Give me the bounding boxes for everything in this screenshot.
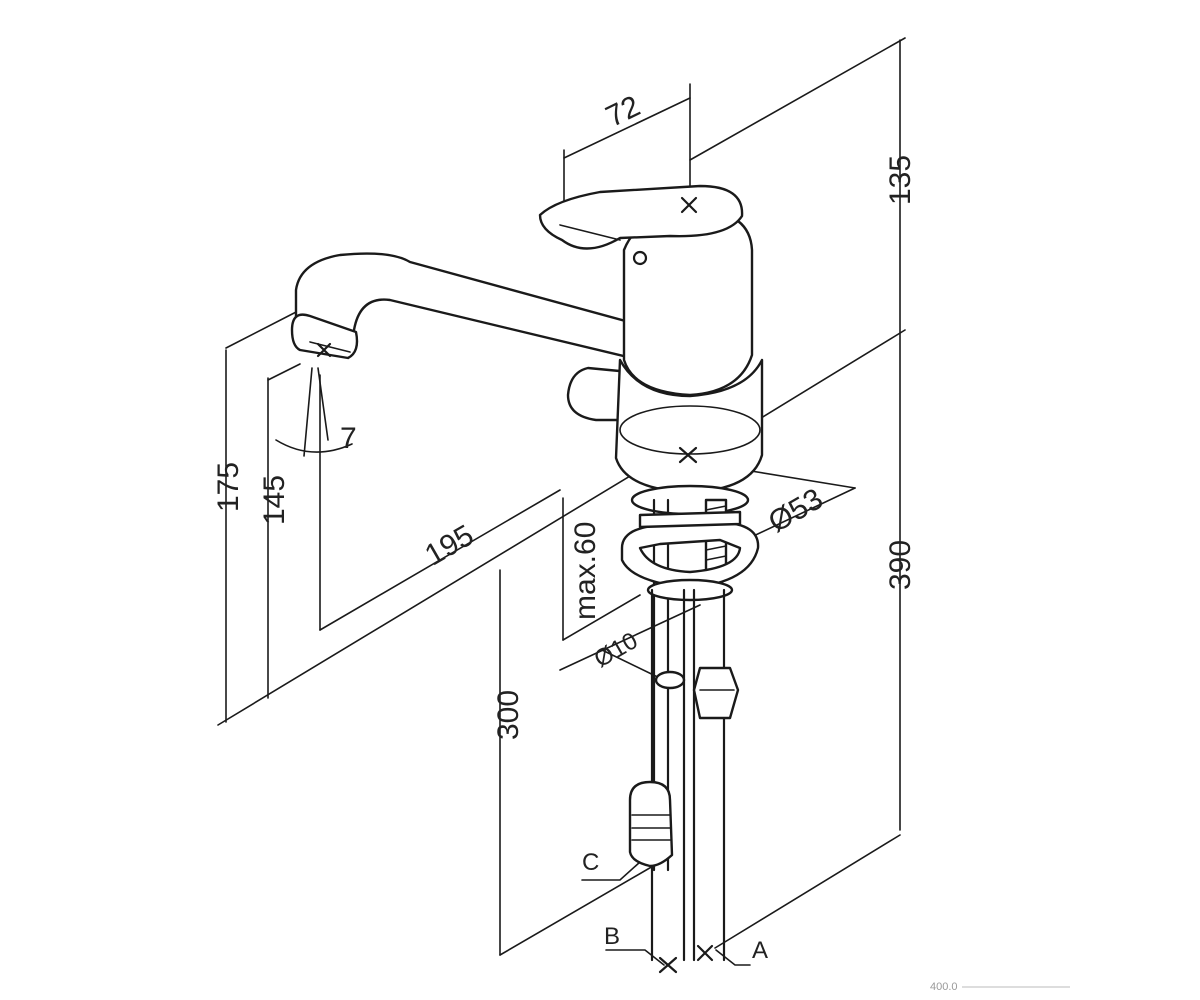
connection-labels: C B A — [582, 849, 768, 964]
dim-base-diameter: Ø53 — [763, 482, 829, 539]
scale-note: 400.0 — [930, 981, 1070, 993]
dim-spout-reach: 195 — [420, 519, 480, 573]
dim-total-height: 390 — [884, 540, 917, 590]
connector-c — [628, 780, 674, 868]
handle-center-mark — [680, 196, 698, 214]
dim-max-thickness: max.60 — [569, 522, 602, 620]
label-connection-a: A — [752, 937, 768, 964]
hose-fitting-a — [692, 666, 740, 720]
dimension-labels: 72 135 175 145 195 Ø53 390 max.60 Ø10 30… — [212, 90, 917, 740]
swivel-angle: 7 — [340, 422, 357, 455]
faucet-body — [290, 184, 764, 516]
label-connection-b: B — [604, 923, 620, 950]
horseshoe-clamp — [620, 520, 760, 590]
outlet-center-mark — [316, 342, 332, 358]
hole-ring — [654, 670, 686, 690]
fixing-washer — [646, 578, 734, 602]
washer-plate — [638, 510, 742, 529]
label-connection-c: C — [582, 849, 599, 876]
dim-top-height: 135 — [884, 155, 917, 205]
body-center-mark — [678, 446, 698, 464]
dim-hose-length: 300 — [492, 690, 525, 740]
hose-end-a — [696, 944, 714, 962]
mounting-collar — [630, 484, 750, 516]
mounting-assembly — [620, 498, 760, 974]
dim-outlet-height: 145 — [258, 475, 291, 525]
dim-spout-height: 175 — [212, 462, 245, 512]
aerator — [290, 313, 359, 360]
hose-end-b — [658, 956, 678, 974]
dim-handle-width: 72 — [601, 90, 645, 134]
scale-note-text: 400.0 — [930, 981, 958, 993]
base-cylinder — [614, 358, 764, 494]
